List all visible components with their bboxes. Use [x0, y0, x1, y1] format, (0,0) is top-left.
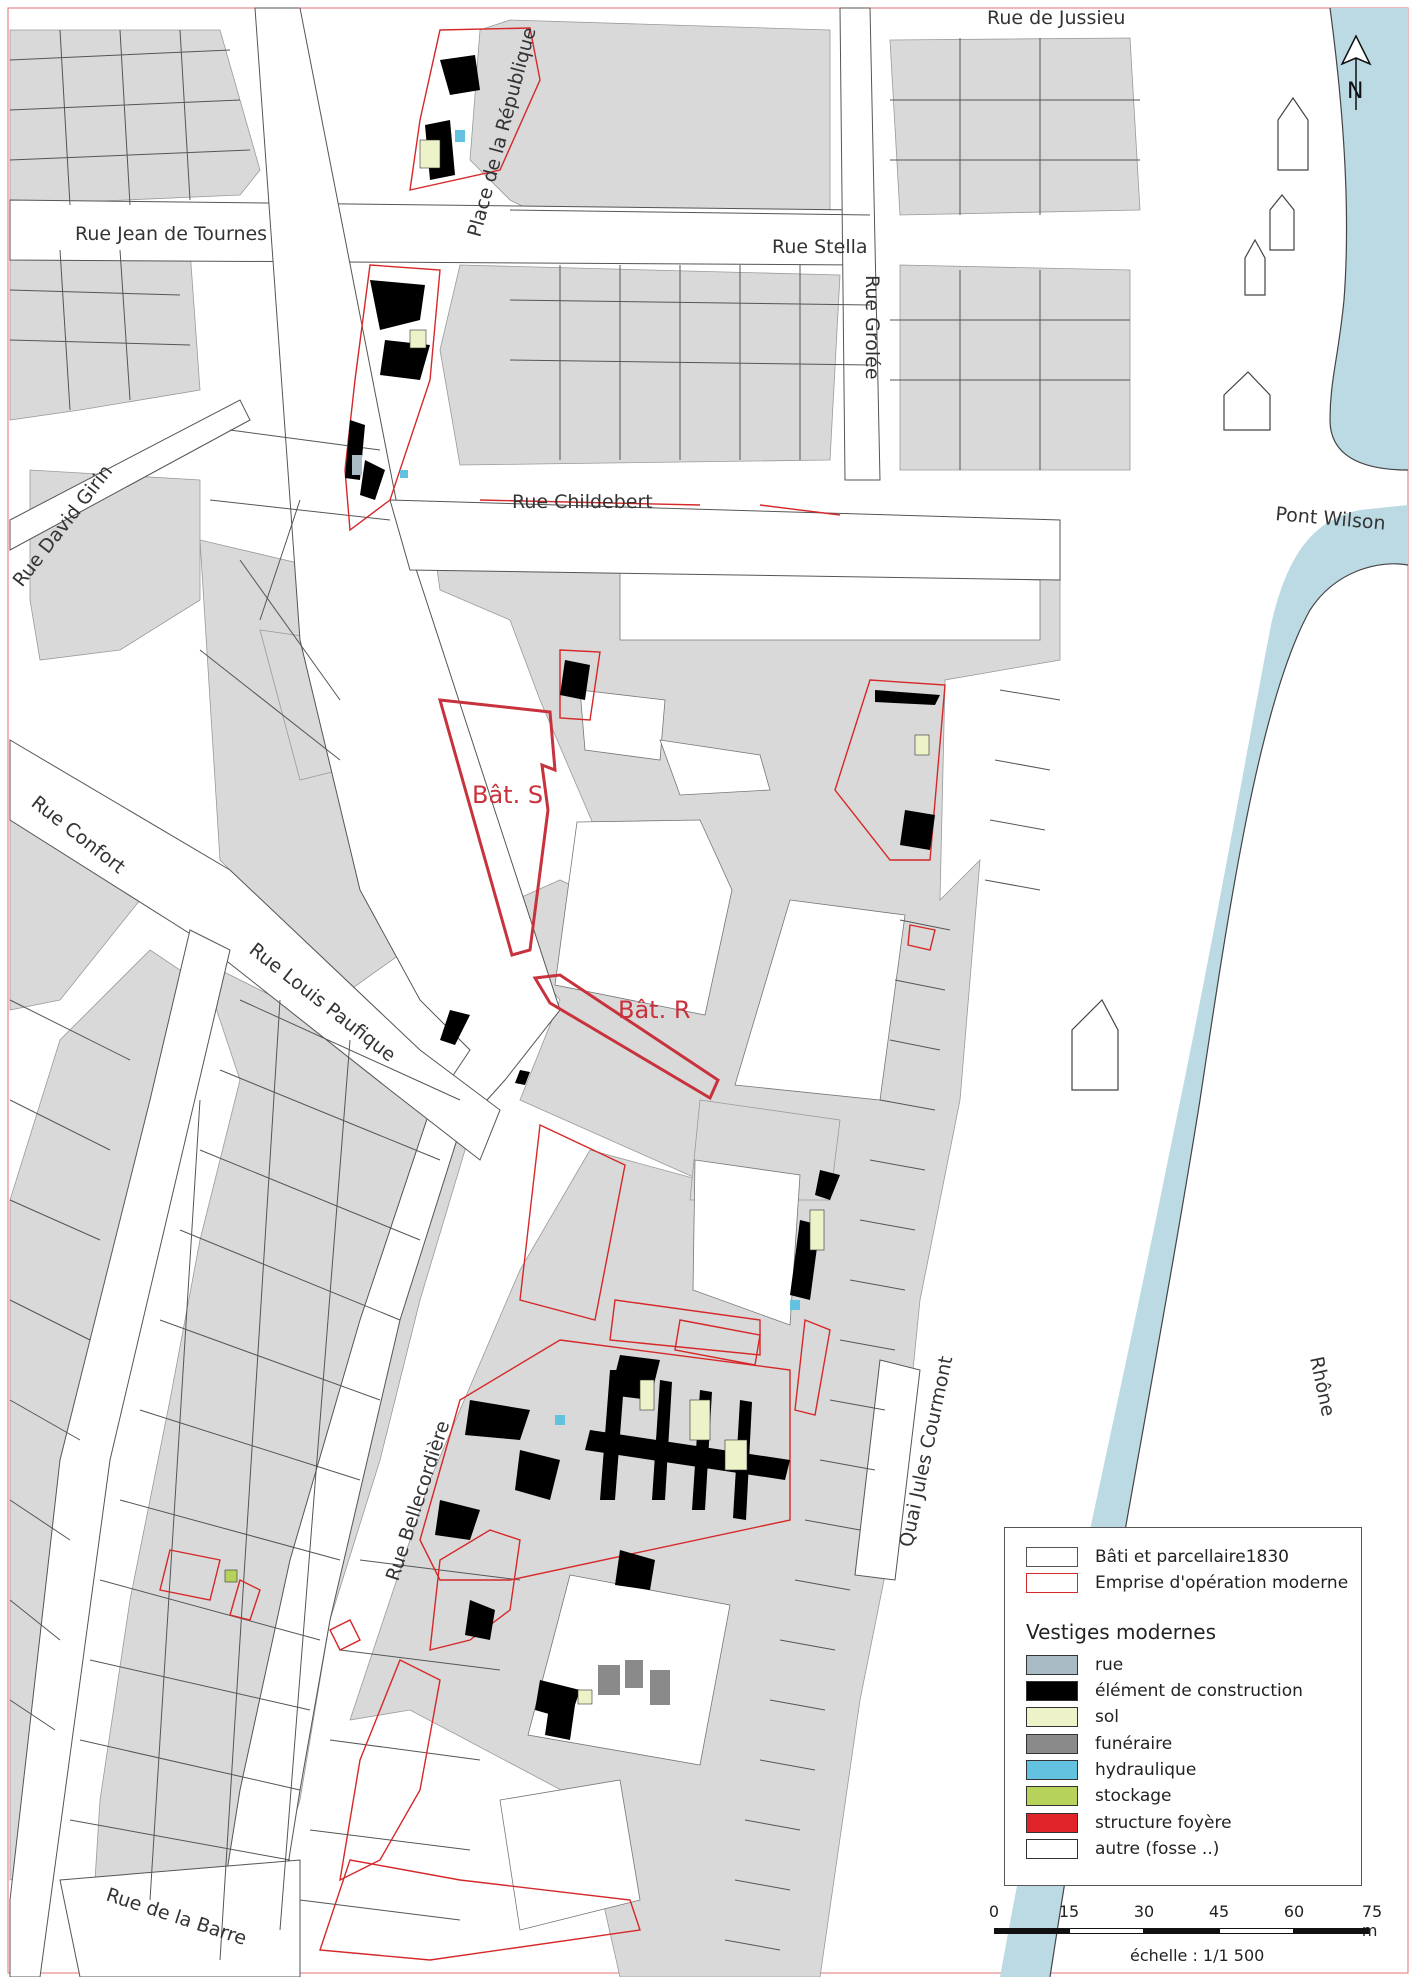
legend-label: rue	[1095, 1655, 1124, 1675]
legend-swatch	[1026, 1573, 1078, 1593]
legend-item-stockage: stockage	[1026, 1785, 1171, 1807]
north-arrow-icon: N	[1340, 34, 1372, 110]
legend-label: autre (fosse ..)	[1095, 1839, 1220, 1859]
street-label-grolee: Rue Grolée	[861, 275, 883, 380]
scale-tick: 30	[1133, 1902, 1155, 1921]
legend-swatch	[1026, 1813, 1078, 1833]
scale-tick: 60	[1283, 1902, 1305, 1921]
label-bat-s: Bât. S	[472, 781, 543, 809]
vestige-fills	[224, 130, 930, 1705]
legend-swatch	[1026, 1760, 1078, 1780]
legend-label: sol	[1095, 1707, 1119, 1727]
river-rhone	[1000, 8, 1408, 1977]
legend-item-funeraire: funéraire	[1026, 1733, 1172, 1755]
parcel-lines	[9, 29, 1140, 1961]
legend-label: structure foyère	[1095, 1813, 1232, 1833]
scale-tick: 15	[1058, 1902, 1080, 1921]
legend-item-rue: rue	[1026, 1654, 1123, 1676]
scale-segment	[1144, 1928, 1219, 1934]
legend-section-title: Vestiges modernes	[1026, 1620, 1217, 1644]
scale-tick: 45	[1208, 1902, 1230, 1921]
bat-r-outline	[532, 973, 720, 1101]
scale-segment	[1219, 1928, 1294, 1934]
legend-swatch	[1026, 1839, 1078, 1859]
legend-swatch	[1026, 1734, 1078, 1754]
construction-remains	[345, 55, 940, 1740]
legend-swatch	[1026, 1547, 1078, 1567]
legend-item-hydraulique: hydraulique	[1026, 1759, 1196, 1781]
scale-segment	[1069, 1928, 1144, 1934]
legend-label: Bâti et parcellaire1830	[1095, 1547, 1289, 1567]
legend-item-emprise: Emprise d'opération moderne	[1026, 1572, 1348, 1594]
legend: Bâti et parcellaire1830 Emprise d'opérat…	[1004, 1527, 1362, 1886]
legend-item-bati: Bâti et parcellaire1830	[1026, 1546, 1289, 1568]
emprise-outlines	[159, 27, 946, 1961]
scale-segment	[1294, 1928, 1369, 1934]
scale-segment	[994, 1928, 1069, 1934]
legend-item-autre: autre (fosse ..)	[1026, 1838, 1219, 1860]
legend-swatch	[1026, 1655, 1078, 1675]
legend-label: Emprise d'opération moderne	[1095, 1573, 1349, 1593]
label-bat-r: Bât. R	[618, 996, 691, 1024]
street-label-jussieu: Rue de Jussieu	[987, 7, 1125, 29]
legend-label: funéraire	[1095, 1734, 1173, 1754]
scale-text: échelle : 1/1 500	[1130, 1946, 1265, 1965]
legend-label: hydraulique	[1095, 1760, 1197, 1780]
scale-bar: 0 15 30 45 60 75 m échelle : 1/1 500	[988, 1902, 1390, 1972]
street-label-jean-de-tournes: Rue Jean de Tournes	[75, 223, 267, 245]
scale-tick: 0	[988, 1902, 1000, 1921]
north-label: N	[1347, 79, 1363, 104]
legend-item-sol: sol	[1026, 1706, 1119, 1728]
streets	[9, 7, 1061, 1977]
legend-swatch	[1026, 1707, 1078, 1727]
bat-s-outline	[437, 698, 557, 957]
boat-icon	[1071, 96, 1309, 1091]
legend-item-foyere: structure foyère	[1026, 1812, 1232, 1834]
legend-item-construction: élément de construction	[1026, 1680, 1303, 1702]
legend-label: élément de construction	[1095, 1681, 1303, 1701]
scale-tick: 75 m	[1361, 1902, 1383, 1940]
street-label-childebert: Rue Childebert	[512, 491, 653, 513]
legend-label: stockage	[1095, 1786, 1172, 1806]
legend-swatch	[1026, 1681, 1078, 1701]
street-label-stella: Rue Stella	[772, 236, 868, 258]
legend-swatch	[1026, 1786, 1078, 1806]
